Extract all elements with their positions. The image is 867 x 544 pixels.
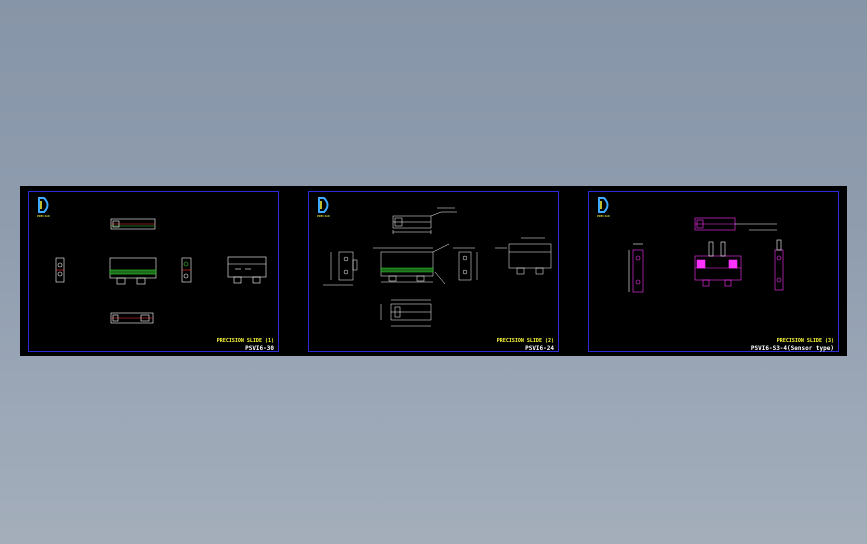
top-view-drawing: [392, 207, 457, 234]
logo-text: PRECIAD: [317, 214, 330, 218]
sheet-model-number: PSVI6-S3-4(Sensor type): [750, 345, 834, 352]
bottom-view-drawing: [380, 299, 432, 327]
front-view-drawing: [694, 241, 742, 287]
right-side-view-drawing: [453, 247, 478, 281]
end-view-drawing: [227, 256, 267, 284]
bottom-view-drawing: [110, 312, 154, 324]
d-logo-icon: [598, 197, 609, 213]
sheet-title: PRECISION SLIDE (3): [776, 338, 834, 344]
front-view-drawing: [373, 243, 450, 285]
logo-text: PRECIAD: [37, 214, 50, 218]
front-view-drawing: [109, 257, 157, 285]
sheet-model-number: PSVI6-24: [525, 345, 554, 352]
sheet-2-views: [318, 197, 552, 327]
drawing-sheet-3[interactable]: PRECIAD PRECISION SLIDE (3) PSVI6-S3-4(S…: [588, 191, 839, 352]
cad-drawing-area[interactable]: PRECIAD PRECISION SLIDE (1) PSVI6-30: [20, 186, 847, 356]
d-logo-icon: [318, 197, 329, 213]
sheet-model-number: PSVI6-30: [245, 345, 274, 352]
drawing-sheet-2[interactable]: PRECIAD PRECISION SLIDE (2) PSVI6-24: [308, 191, 559, 352]
logo-text: PRECIAD: [597, 214, 610, 218]
left-side-view-drawing: [628, 243, 644, 293]
d-logo-icon: [38, 197, 49, 213]
right-side-view-drawing: [774, 239, 784, 291]
drawing-sheet-1[interactable]: PRECIAD PRECISION SLIDE (1) PSVI6-30: [28, 191, 279, 352]
sheet-1-views: [38, 197, 267, 324]
sheet-title: PRECISION SLIDE (2): [496, 338, 554, 344]
right-side-view-drawing: [181, 257, 192, 283]
left-side-view-drawing: [323, 251, 358, 286]
sheet-title: PRECISION SLIDE (1): [216, 338, 274, 344]
sheet-3-views: [598, 197, 784, 293]
end-view-drawing: [495, 237, 552, 275]
top-view-drawing: [110, 218, 156, 230]
top-view-drawing: [694, 217, 777, 231]
left-side-view-drawing: [55, 257, 65, 283]
